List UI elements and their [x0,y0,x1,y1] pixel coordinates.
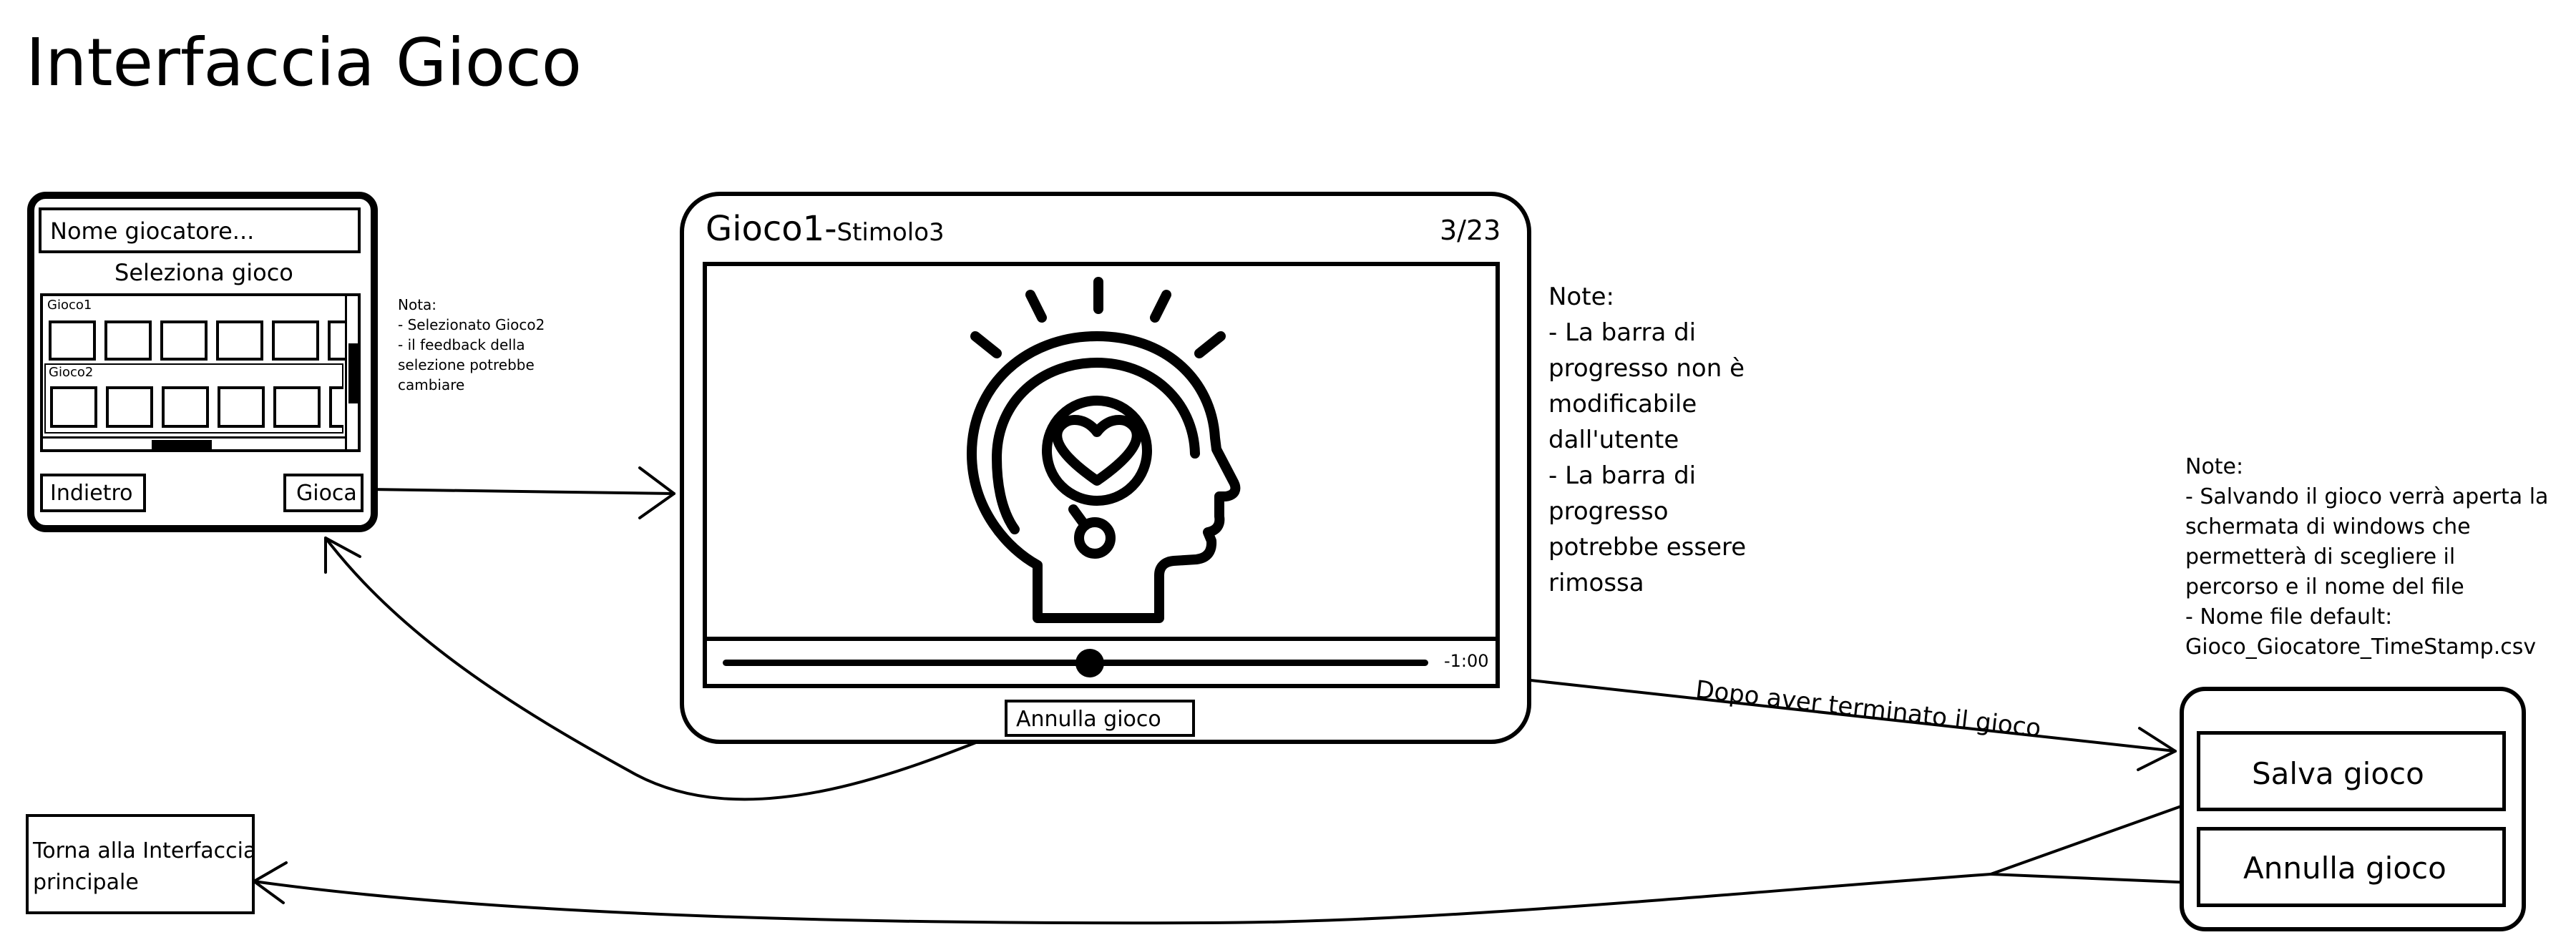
game-tile[interactable] [329,386,343,428]
game-tile[interactable] [272,320,319,361]
play-button[interactable]: Gioca [283,474,364,512]
save-note-line: Gioco_Giocatore_TimeStamp.csv [2185,635,2537,660]
selection-note: Nota: - Selezionato Gioco2 - il feedback… [398,295,545,395]
cancel-game-button[interactable]: Annulla gioco [1005,700,1195,737]
player-name-input[interactable]: Nome giocatore... [39,207,361,253]
play-button-label: Gioca [296,481,357,506]
progress-note-line: potrebbe essere [1548,533,1747,562]
game-row-gioco2[interactable]: Gioco2 [44,363,343,434]
return-box-line1: Torna alla Interfaccia [33,838,257,863]
selection-note-line: cambiare [398,376,465,393]
selection-note-line: - Selezionato Gioco2 [398,316,545,333]
game-tile[interactable] [216,320,263,361]
selection-note-line: selezione potrebbe [398,356,535,373]
progress-note-line: progresso non è [1548,354,1745,383]
game-tile[interactable] [162,386,209,428]
return-main-interface-box[interactable]: Torna alla Interfaccia principale [26,814,257,914]
game-row-gioco1[interactable]: Gioco1 [44,298,345,362]
save-note-line: - Nome file default: [2185,604,2393,630]
progress-bar: -1:00 [703,637,1500,688]
save-game-button-label: Salva gioco [2252,756,2424,791]
head-heart-icon [967,277,1241,623]
game-tile[interactable] [104,320,152,361]
progress-note-title: Note: [1548,283,1614,311]
stimulus-counter: 3/23 [1440,215,1501,246]
save-note-title: Note: [2185,454,2244,479]
game-tile[interactable] [160,320,208,361]
vertical-scrollbar[interactable] [345,296,360,449]
progress-note-line: - La barra di [1548,461,1697,490]
save-cancel-button-label: Annulla gioco [2243,851,2446,886]
save-cancel-button[interactable]: Annulla gioco [2197,827,2506,907]
player-name-placeholder: Nome giocatore... [50,217,255,245]
game-tile[interactable] [106,386,153,428]
progress-note-line: - La barra di [1548,318,1697,347]
progress-note-line: modificabile [1548,390,1697,418]
save-note-line: permetterà di scegliere il [2185,544,2456,569]
back-button-label: Indietro [50,481,133,506]
progress-note-line: rimossa [1548,569,1644,597]
game-row-label: Gioco2 [49,365,94,380]
stimulus-image-frame [703,262,1500,641]
game-row-label: Gioco1 [47,298,92,313]
save-note-line: percorso e il nome del file [2185,574,2464,599]
progress-knob [1075,649,1104,677]
game-tile[interactable] [328,320,345,361]
game-list: Gioco1 Gioco2 [40,293,361,452]
save-note: Note: - Salvando il gioco verrà aperta l… [2185,452,2548,662]
game-tile[interactable] [273,386,321,428]
back-button[interactable]: Indietro [40,474,146,512]
select-game-label: Seleziona gioco [114,259,293,286]
game-title: Gioco1-Stimolo3 [706,209,945,249]
game-name: Gioco1- [706,209,837,249]
stimulus-name: Stimolo3 [836,218,945,247]
game-tile[interactable] [218,386,265,428]
game-tile[interactable] [50,386,97,428]
vertical-scroll-thumb[interactable] [348,343,360,403]
horizontal-scrollbar[interactable] [43,436,345,451]
save-note-line: schermata di windows che [2185,514,2471,539]
save-game-button[interactable]: Salva gioco [2197,731,2506,811]
progress-note-line: progresso [1548,497,1669,526]
cancel-game-button-label: Annulla gioco [1016,707,1161,732]
page-title: Interfaccia Gioco [26,24,582,101]
horizontal-scroll-thumb[interactable] [152,440,212,451]
progress-note-line: dall'utente [1548,426,1679,454]
time-remaining: -1:00 [1444,651,1489,671]
selection-note-title: Nota: [398,296,437,313]
progress-note: Note: - La barra di progresso non è modi… [1548,279,1746,601]
return-box-line2: principale [33,870,139,895]
game-tile[interactable] [49,320,96,361]
save-note-line: - Salvando il gioco verrà aperta la [2185,484,2549,509]
selection-note-line: - il feedback della [398,336,525,353]
